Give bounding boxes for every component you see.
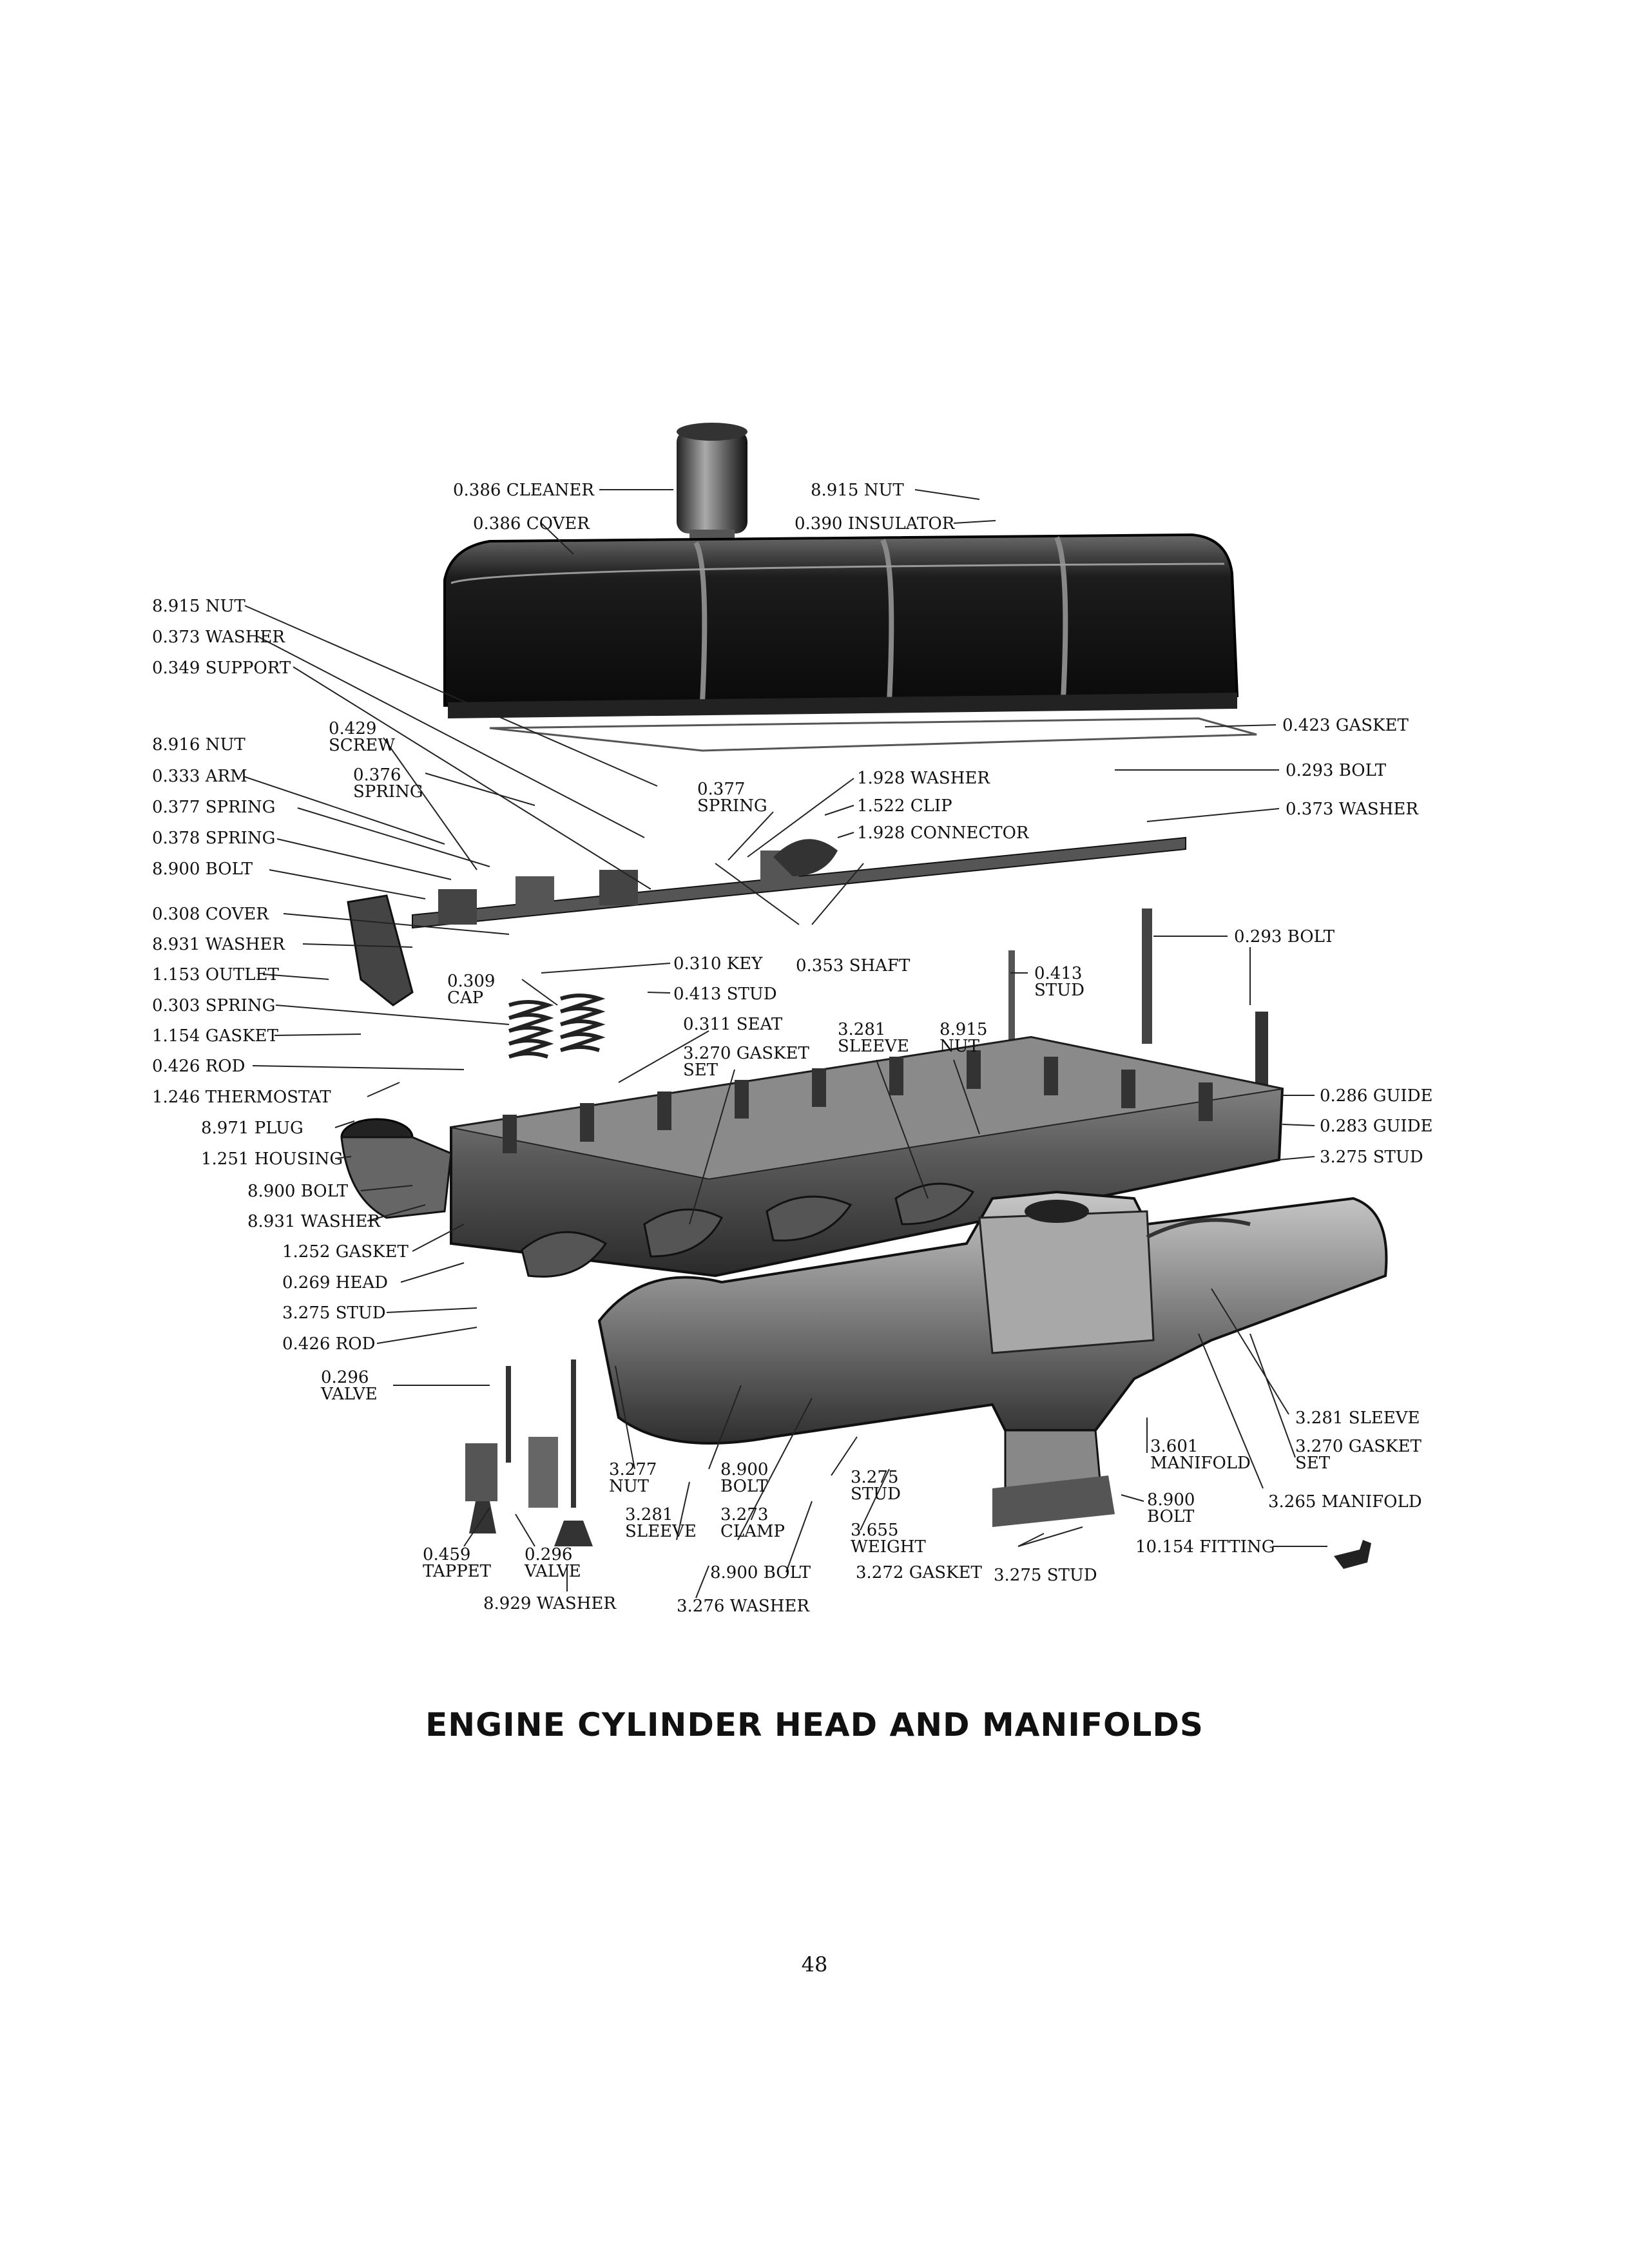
callout-label: 8.971 PLUG bbox=[201, 1119, 304, 1138]
callout-label: 8.900 BOLT bbox=[720, 1460, 769, 1496]
callout-label: 0.377 SPRING bbox=[152, 798, 276, 817]
callout-label: 0.310 KEY bbox=[673, 954, 763, 974]
head-bolt-part bbox=[1142, 908, 1152, 1044]
callout-label: 0.373 WASHER bbox=[1286, 800, 1418, 819]
callout-label: 0.293 BOLT bbox=[1286, 761, 1387, 780]
callout-label: 8.931 WASHER bbox=[152, 935, 285, 954]
callout-label: 0.413 STUD bbox=[673, 985, 777, 1004]
callout-label: 3.281 SLEEVE bbox=[838, 1020, 909, 1056]
valves-tappets-part bbox=[465, 1360, 593, 1546]
callout-label: 1.153 OUTLET bbox=[152, 965, 279, 985]
callout-label: 8.931 WASHER bbox=[247, 1212, 380, 1231]
callout-label: 8.900 BOLT bbox=[710, 1563, 811, 1582]
callout-label: 0.333 ARM bbox=[152, 767, 247, 786]
callout-label: 0.353 SHAFT bbox=[796, 956, 911, 975]
callout-label: 8.916 NUT bbox=[152, 735, 246, 754]
callout-label: 1.928 WASHER bbox=[857, 769, 990, 788]
air-cleaner-part bbox=[677, 423, 747, 544]
callout-label: 3.275 STUD bbox=[994, 1566, 1097, 1585]
callout-label: 8.915 NUT bbox=[811, 481, 904, 500]
valve-cover-part bbox=[443, 533, 1239, 718]
callout-label: 3.270 GASKET SET bbox=[1295, 1437, 1422, 1473]
manifold-gaskets-part bbox=[521, 1182, 975, 1278]
callout-label: 0.296 VALVE bbox=[321, 1368, 378, 1404]
callout-label: 8.900 BOLT bbox=[247, 1182, 349, 1201]
callout-label: 0.303 SPRING bbox=[152, 996, 276, 1015]
callout-label: 0.293 BOLT bbox=[1234, 927, 1335, 947]
callout-label: 1.246 THERMOSTAT bbox=[152, 1088, 331, 1107]
callout-label: 0.286 GUIDE bbox=[1320, 1086, 1433, 1106]
callout-label: 3.601 MANIFOLD bbox=[1150, 1437, 1251, 1473]
callout-label: 1.251 HOUSING bbox=[201, 1149, 343, 1169]
leader-lines bbox=[243, 489, 1327, 1599]
callout-label: 1.154 GASKET bbox=[152, 1026, 278, 1046]
fitting-part bbox=[1334, 1540, 1371, 1569]
callout-label: 0.311 SEAT bbox=[683, 1015, 783, 1034]
stud-part bbox=[1008, 950, 1015, 1053]
callout-label: 0.378 SPRING bbox=[152, 829, 276, 848]
rocker-shaft-part bbox=[412, 836, 1186, 929]
callout-label: 3.265 MANIFOLD bbox=[1268, 1492, 1422, 1512]
callout-label: 0.390 INSULATOR bbox=[795, 514, 955, 533]
callout-label: 8.900 BOLT bbox=[152, 860, 253, 879]
page-title: ENGINE CYLINDER HEAD AND MANIFOLDS bbox=[425, 1706, 1204, 1744]
callout-label: 3.275 STUD bbox=[1320, 1148, 1423, 1167]
callout-label: 0.283 GUIDE bbox=[1320, 1117, 1433, 1136]
callout-label: 3.655 WEIGHT bbox=[851, 1521, 926, 1557]
callout-label: 8.915 NUT bbox=[940, 1020, 988, 1056]
callout-label: 0.377 SPRING bbox=[697, 780, 767, 816]
callout-label: 3.270 GASKET SET bbox=[683, 1044, 809, 1080]
callout-label: 0.386 CLEANER bbox=[453, 481, 594, 500]
callout-label: 3.275 STUD bbox=[851, 1468, 901, 1504]
callout-label: 1.928 CONNECTOR bbox=[857, 823, 1029, 843]
callout-label: 1.522 CLIP bbox=[857, 796, 952, 816]
callout-label: 3.273 CLAMP bbox=[720, 1505, 786, 1541]
callout-label: 3.277 NUT bbox=[609, 1460, 657, 1496]
callout-label: 8.915 NUT bbox=[152, 597, 246, 616]
callout-label: 0.269 HEAD bbox=[282, 1273, 388, 1293]
callout-label: 0.373 WASHER bbox=[152, 628, 285, 647]
callout-label: 8.900 BOLT bbox=[1147, 1490, 1195, 1526]
callout-label: 0.349 SUPPORT bbox=[152, 658, 291, 678]
valve-springs-part bbox=[508, 994, 606, 1059]
callout-label: 3.275 STUD bbox=[282, 1303, 386, 1323]
callout-label: 0.376 SPRING bbox=[353, 765, 423, 802]
thermostat-outlet-part bbox=[347, 894, 414, 1006]
callout-label: 0.413 STUD bbox=[1034, 964, 1084, 1000]
callout-label: 0.429 SCREW bbox=[329, 719, 395, 755]
callout-label: 3.276 WASHER bbox=[677, 1597, 809, 1616]
callout-label: 0.426 ROD bbox=[152, 1057, 246, 1076]
callout-label: 0.296 VALVE bbox=[525, 1545, 581, 1581]
manifold-assembly-part bbox=[597, 1190, 1388, 1527]
callout-label: 0.459 TAPPET bbox=[423, 1545, 492, 1581]
callout-label: 3.272 GASKET bbox=[856, 1563, 982, 1582]
callout-label: 1.252 GASKET bbox=[282, 1242, 409, 1262]
water-housing-part bbox=[340, 1118, 452, 1219]
callout-label: 10.154 FITTING bbox=[1135, 1537, 1275, 1557]
callout-label: 0.386 COVER bbox=[473, 514, 590, 533]
callout-label: 8.929 WASHER bbox=[483, 1594, 616, 1613]
callout-label: 0.308 COVER bbox=[152, 905, 269, 924]
callout-label: 0.423 GASKET bbox=[1282, 716, 1409, 735]
callout-label: 3.281 SLEEVE bbox=[1295, 1408, 1420, 1428]
callout-label: 0.426 ROD bbox=[282, 1334, 376, 1354]
page-number: 48 bbox=[801, 1952, 828, 1977]
callout-label: 0.309 CAP bbox=[447, 972, 496, 1008]
callout-label: 3.281 SLEEVE bbox=[625, 1505, 697, 1541]
cover-gasket-part bbox=[489, 717, 1257, 752]
